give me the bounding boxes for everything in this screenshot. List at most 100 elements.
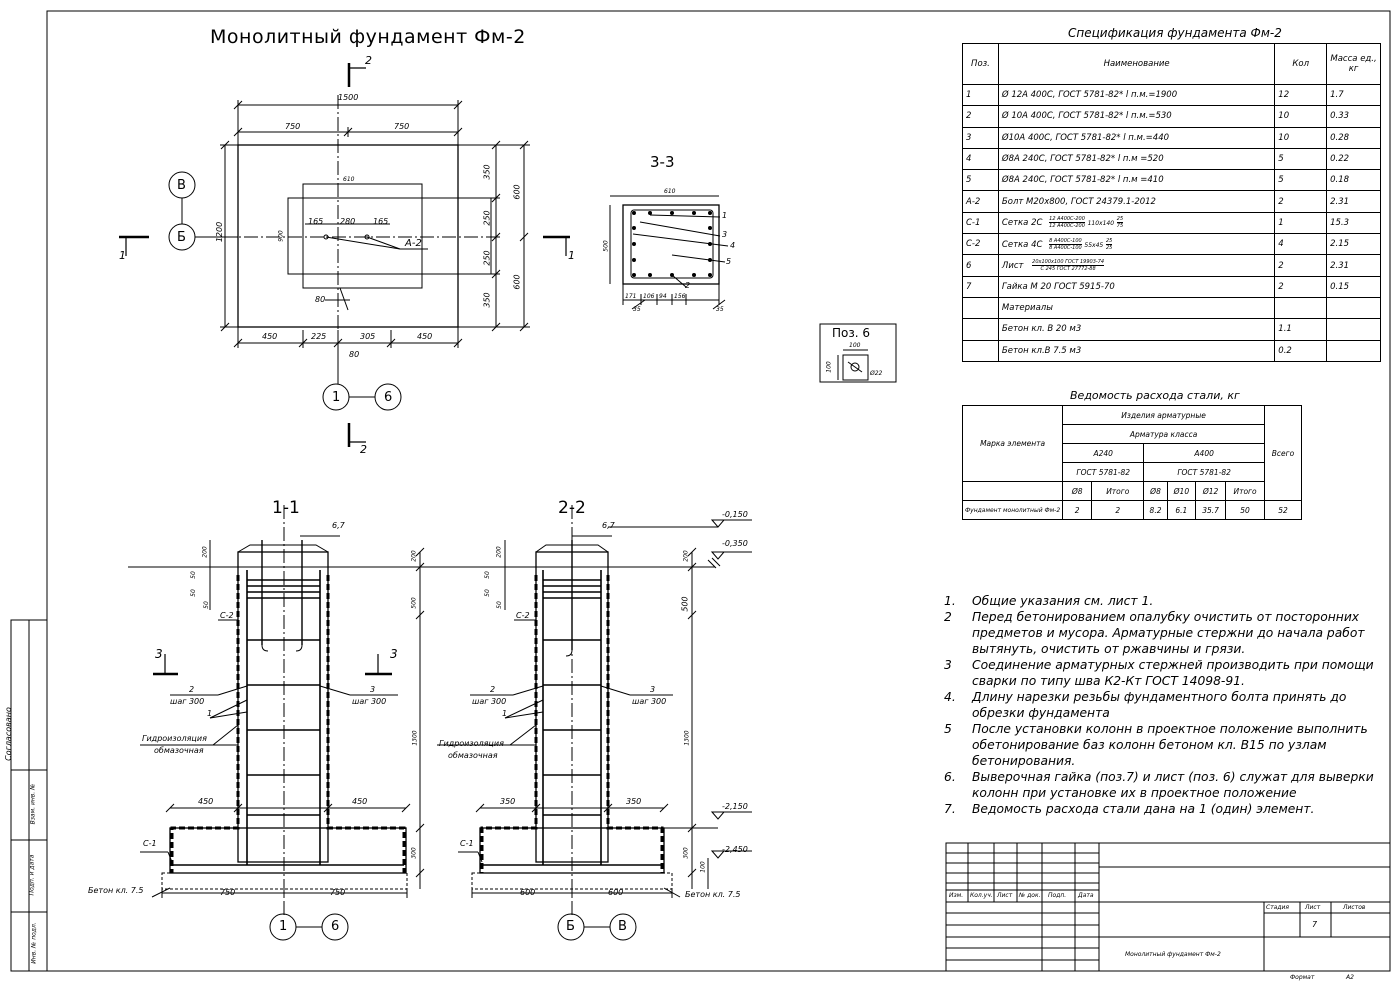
s22-d200: 200 bbox=[495, 546, 503, 558]
section-3-3 bbox=[609, 195, 729, 310]
side-inv: Инв. № подл. bbox=[30, 922, 38, 964]
s22-d50a: 50 bbox=[483, 571, 491, 579]
s11-l3-step: шаг 300 bbox=[352, 697, 387, 706]
setka4c-frac-bot: 8 А400С-100 bbox=[1049, 244, 1082, 251]
spec-cell: 5 bbox=[1274, 169, 1328, 192]
steel-val: 8.2 bbox=[1143, 500, 1168, 520]
sec33-dim-610: 610 bbox=[664, 188, 676, 195]
setka2c-frac-top: 12 А400С-200 bbox=[1049, 216, 1085, 224]
s11-l2: 2 bbox=[189, 685, 195, 694]
spec-cell: А-2 bbox=[962, 190, 999, 213]
plan-title: Монолитный фундамент Фм-2 bbox=[210, 26, 526, 48]
section-11-title: 1-1 bbox=[272, 498, 300, 518]
title-block-lines bbox=[945, 842, 1391, 972]
s11-axis-6: 6 bbox=[331, 919, 340, 934]
note-text: Ведомость расхода стали дана на 1 (один)… bbox=[972, 802, 1315, 816]
dim-450-right: 450 bbox=[417, 332, 433, 341]
steel-val: 35.7 bbox=[1195, 500, 1227, 520]
steel-col: Ø12 bbox=[1195, 481, 1227, 501]
plan-view bbox=[119, 63, 570, 447]
note-num: 7. bbox=[944, 802, 956, 816]
spec-cell: 7 bbox=[962, 275, 999, 298]
spec-cell: 3 bbox=[962, 126, 999, 149]
s22-l2-step: шаг 300 bbox=[472, 697, 507, 706]
s11-d50c: 50 bbox=[202, 601, 210, 609]
spec-cell: 0.33 bbox=[1326, 105, 1381, 128]
s11-axis-1: 1 bbox=[279, 919, 288, 934]
dim-350-bottom: 350 bbox=[482, 292, 492, 308]
spec-cell: Материалы bbox=[997, 296, 1276, 320]
s22-d300: 300 bbox=[682, 847, 690, 859]
spec-cell: 2.15 bbox=[1326, 233, 1381, 256]
dim-280: 280 bbox=[340, 217, 356, 226]
setka4c-label: Сетка 4С bbox=[1001, 239, 1043, 250]
section-22-title: 2-2 bbox=[558, 498, 586, 518]
spec-cell: Болт М20х800, ГОСТ 24379.1-2012 bbox=[997, 190, 1276, 213]
cut-label-1-right: 1 bbox=[568, 249, 575, 262]
sec33-dim-106: 106 bbox=[643, 293, 655, 300]
sec33-dim-156: 156 bbox=[674, 293, 686, 300]
steel-gost1: ГОСТ 5781-82 bbox=[1062, 462, 1145, 482]
setka4c-size: 55х45 bbox=[1084, 241, 1104, 249]
note-item: 1.Общие указания см. лист 1. bbox=[944, 593, 1384, 609]
tb-list: Лист bbox=[997, 892, 1013, 899]
tb-format: Формат bbox=[1290, 974, 1315, 981]
note-num: 3 bbox=[944, 658, 952, 672]
s22-w600-right: 600 bbox=[608, 888, 624, 897]
s22-level-2150: -2,150 bbox=[722, 802, 748, 811]
spec-cell: 2 bbox=[1274, 254, 1328, 277]
sec33-dim-94: 94 bbox=[659, 293, 667, 300]
list-frac-top: 20х100х100 ГОСТ 19903-74 bbox=[1032, 259, 1105, 267]
axis-b-bubble: Б bbox=[177, 230, 186, 245]
spec-cell: 0.2 bbox=[1274, 339, 1328, 362]
s11-w750-right: 750 bbox=[330, 888, 346, 897]
spec-cell: 5 bbox=[1274, 147, 1328, 171]
note-num: 6. bbox=[944, 770, 956, 784]
setka2c-size: 110х140 bbox=[1087, 220, 1115, 228]
steel-izdelia: Изделия арматурные bbox=[1062, 405, 1265, 425]
spec-cell: 0.18 bbox=[1326, 169, 1381, 192]
spec-cell: С-2 bbox=[962, 233, 999, 256]
sec33-dim-500: 500 bbox=[602, 240, 610, 252]
steel-val: 2 bbox=[1091, 500, 1145, 520]
tb-ndoc: № док. bbox=[1019, 892, 1041, 899]
s11-c1: С-1 bbox=[143, 839, 157, 848]
s22-axis-v: В bbox=[618, 919, 627, 934]
section-33-title: 3-3 bbox=[650, 153, 675, 171]
s22-level-0350: -0,350 bbox=[722, 539, 748, 548]
s11-w450-left: 450 bbox=[198, 797, 214, 806]
s11-d300: 300 bbox=[410, 847, 418, 859]
note-item: 7. Ведомость расхода стали дана на 1 (оди… bbox=[944, 801, 1384, 817]
tb-name: Монолитный фундамент Фм-2 bbox=[1125, 951, 1221, 958]
note-text: Длину нарезки резьбы фундаментного болта… bbox=[972, 690, 1347, 720]
steel-total-header: Всего bbox=[1264, 405, 1302, 501]
s22-d50c: 50 bbox=[495, 601, 503, 609]
s22-w350-right: 350 bbox=[626, 797, 642, 806]
tb-data: Дата bbox=[1078, 892, 1094, 899]
note-item: 6.Выверочная гайка (поз.7) и лист (поз. … bbox=[944, 769, 1384, 801]
s22-c1: С-1 bbox=[460, 839, 474, 848]
dim-165-left: 165 bbox=[308, 217, 324, 226]
note-num: 2 bbox=[944, 610, 952, 624]
s22-d500: 500 bbox=[680, 596, 690, 612]
spec-cell: Ø8А 240С, ГОСТ 5781-82* l п.м =520 bbox=[997, 147, 1276, 171]
pos6-title: Поз. 6 bbox=[832, 326, 871, 340]
spec-cell: 2 bbox=[1274, 275, 1328, 298]
spec-cell bbox=[1274, 296, 1328, 320]
s22-beton: Бетон кл. 7.5 bbox=[685, 890, 741, 899]
dim-900: 900 bbox=[277, 230, 285, 242]
spec-cell: 5 bbox=[962, 169, 999, 192]
s22-l1: 1 bbox=[502, 709, 508, 718]
section-2-2 bbox=[437, 505, 752, 941]
s11-c2: С-2 bbox=[220, 611, 234, 620]
